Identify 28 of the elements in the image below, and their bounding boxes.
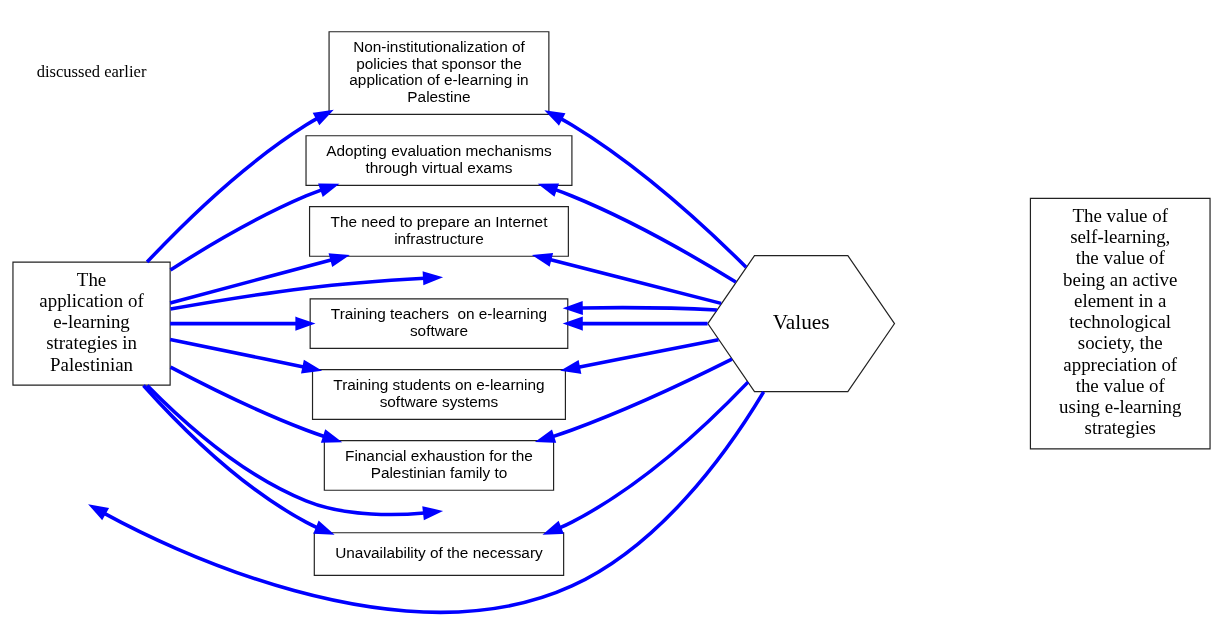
arrow — [534, 357, 733, 443]
arrow — [169, 365, 343, 443]
arrow — [169, 337, 323, 374]
node-box: The application of e-learning strategies in Palestinian — [12, 261, 171, 386]
arrow — [169, 183, 340, 271]
node-box: Training students on e-learning software systems — [311, 368, 566, 420]
arrow — [170, 270, 444, 311]
arrow — [562, 316, 708, 331]
arrow — [531, 252, 722, 305]
arrow — [145, 109, 334, 263]
arrow — [88, 390, 766, 614]
node-box: The need to prepare an Internet infrastructure — [309, 205, 569, 257]
label: discussed earlier — [36, 61, 147, 81]
arrow — [170, 316, 316, 331]
arrow — [544, 109, 748, 268]
arrow — [169, 252, 350, 305]
node-box: Financial exhaustion for the Palestinian family to — [323, 439, 555, 491]
node-box: Unavailability of the necessary — [313, 531, 565, 576]
arrow — [542, 380, 750, 535]
arrow — [142, 383, 335, 535]
arrow — [560, 337, 719, 374]
node-box: Training teachers on e-learning software — [309, 297, 569, 349]
node-box: Adopting evaluation mechanisms through virtual exams — [305, 134, 573, 186]
node-box: The value of self-learning, the value of being an active element in a technological society, the appreciation of the value of using e-learning strategies — [1029, 197, 1211, 449]
arrow — [562, 300, 717, 315]
arrow — [537, 183, 737, 283]
node-box: Non-institutionalization of policies that sponsor the application of e-learning in Palestine — [328, 30, 550, 115]
arrow — [146, 383, 444, 520]
